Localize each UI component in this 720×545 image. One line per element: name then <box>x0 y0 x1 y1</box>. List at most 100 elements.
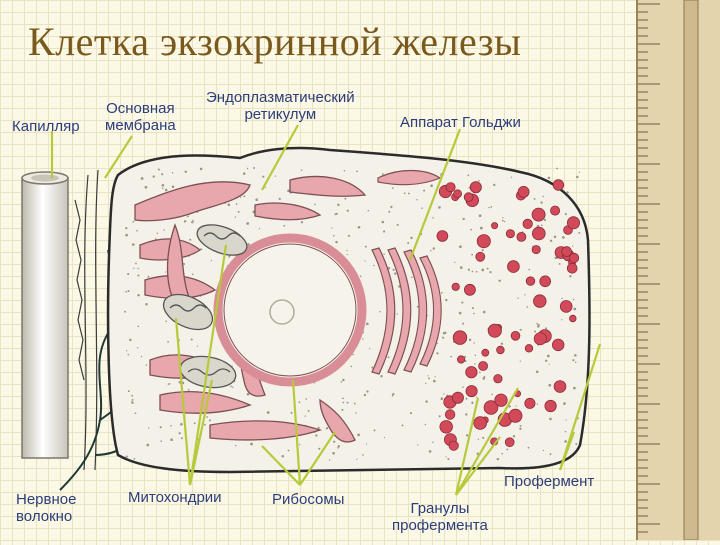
speckle <box>564 213 567 216</box>
granule <box>439 420 453 434</box>
speckle <box>549 239 553 242</box>
speckle <box>454 261 456 264</box>
granule <box>533 294 547 308</box>
granule <box>517 185 530 198</box>
nerve-fiber-label-line2: волокно <box>16 508 73 525</box>
basal-membrane <box>74 169 99 471</box>
speckle <box>396 223 399 226</box>
speckle <box>180 437 183 440</box>
speckle <box>381 173 384 175</box>
speckle <box>347 234 350 237</box>
speckle <box>493 183 496 187</box>
speckle <box>171 185 175 188</box>
granule <box>531 245 541 255</box>
speckle <box>147 275 150 278</box>
speckle <box>157 168 160 171</box>
speckle <box>132 221 135 223</box>
speckle <box>410 236 413 240</box>
speckle <box>335 240 338 244</box>
speckle <box>473 312 475 315</box>
granule <box>478 361 489 371</box>
speckle <box>191 273 194 276</box>
speckle <box>161 173 164 176</box>
speckle <box>429 250 432 252</box>
granules-label-line2: профермента <box>392 517 488 534</box>
speckle <box>283 224 286 227</box>
speckle <box>393 272 397 275</box>
speckle <box>253 167 256 169</box>
speckle <box>462 322 465 325</box>
basal-membrane-label-line2: мембрана <box>105 117 176 134</box>
speckle <box>234 444 237 447</box>
speckle <box>333 440 336 443</box>
speckle <box>416 305 419 308</box>
speckle <box>362 454 364 456</box>
speckle <box>578 231 581 234</box>
speckle <box>278 197 281 201</box>
speckle <box>501 219 504 222</box>
speckle <box>350 365 353 368</box>
speckle <box>563 402 566 405</box>
golgi-label: Аппарат Гольджи <box>400 114 521 131</box>
granule <box>463 192 474 202</box>
nucleus <box>213 233 367 387</box>
speckle <box>481 249 484 252</box>
speckle <box>486 267 489 270</box>
mitochondria-label: Митохондрии <box>128 489 222 506</box>
speckle <box>478 214 482 218</box>
speckle <box>549 417 552 421</box>
speckle <box>299 443 301 446</box>
speckle <box>392 392 395 396</box>
speckle <box>565 419 567 421</box>
granule <box>496 345 505 355</box>
speckle <box>137 293 140 297</box>
speckle <box>500 342 504 345</box>
speckle <box>490 206 493 208</box>
speckle <box>168 382 171 385</box>
speckle <box>383 436 386 439</box>
granule <box>475 251 486 262</box>
speckle <box>481 268 485 272</box>
speckle <box>425 382 427 385</box>
speckle <box>340 381 343 383</box>
speckle <box>554 256 557 260</box>
speckle <box>290 411 293 414</box>
speckle <box>165 271 167 273</box>
speckle <box>287 189 290 193</box>
granule <box>516 231 527 242</box>
granule <box>481 348 490 357</box>
speckle <box>164 188 168 192</box>
speckle <box>262 175 265 178</box>
speckle <box>171 171 174 174</box>
speckle <box>498 279 501 283</box>
speckle <box>501 452 504 455</box>
speckle <box>536 403 539 405</box>
granule <box>531 226 546 241</box>
speckle <box>159 426 162 429</box>
speckle <box>474 354 477 357</box>
granule <box>524 397 536 409</box>
speckle <box>458 311 462 315</box>
speckle <box>468 338 472 342</box>
speckle <box>134 412 137 415</box>
speckle <box>337 446 339 449</box>
er-label: Эндоплазматический ретикулум <box>206 89 355 123</box>
speckle <box>540 201 543 204</box>
speckle <box>287 449 290 452</box>
speckle <box>388 210 391 213</box>
speckle <box>432 247 436 250</box>
speckle <box>540 224 543 227</box>
speckle <box>362 338 364 340</box>
speckle <box>337 203 340 207</box>
speckle <box>471 307 475 310</box>
speckle <box>436 342 439 345</box>
speckle <box>332 451 335 455</box>
speckle <box>380 375 383 378</box>
speckle <box>416 199 418 201</box>
speckle <box>478 179 480 182</box>
speckle <box>506 448 509 451</box>
speckle <box>137 325 140 328</box>
granules-label-line1: Гранулы <box>410 500 470 517</box>
speckle <box>325 427 329 430</box>
speckle <box>573 307 577 311</box>
